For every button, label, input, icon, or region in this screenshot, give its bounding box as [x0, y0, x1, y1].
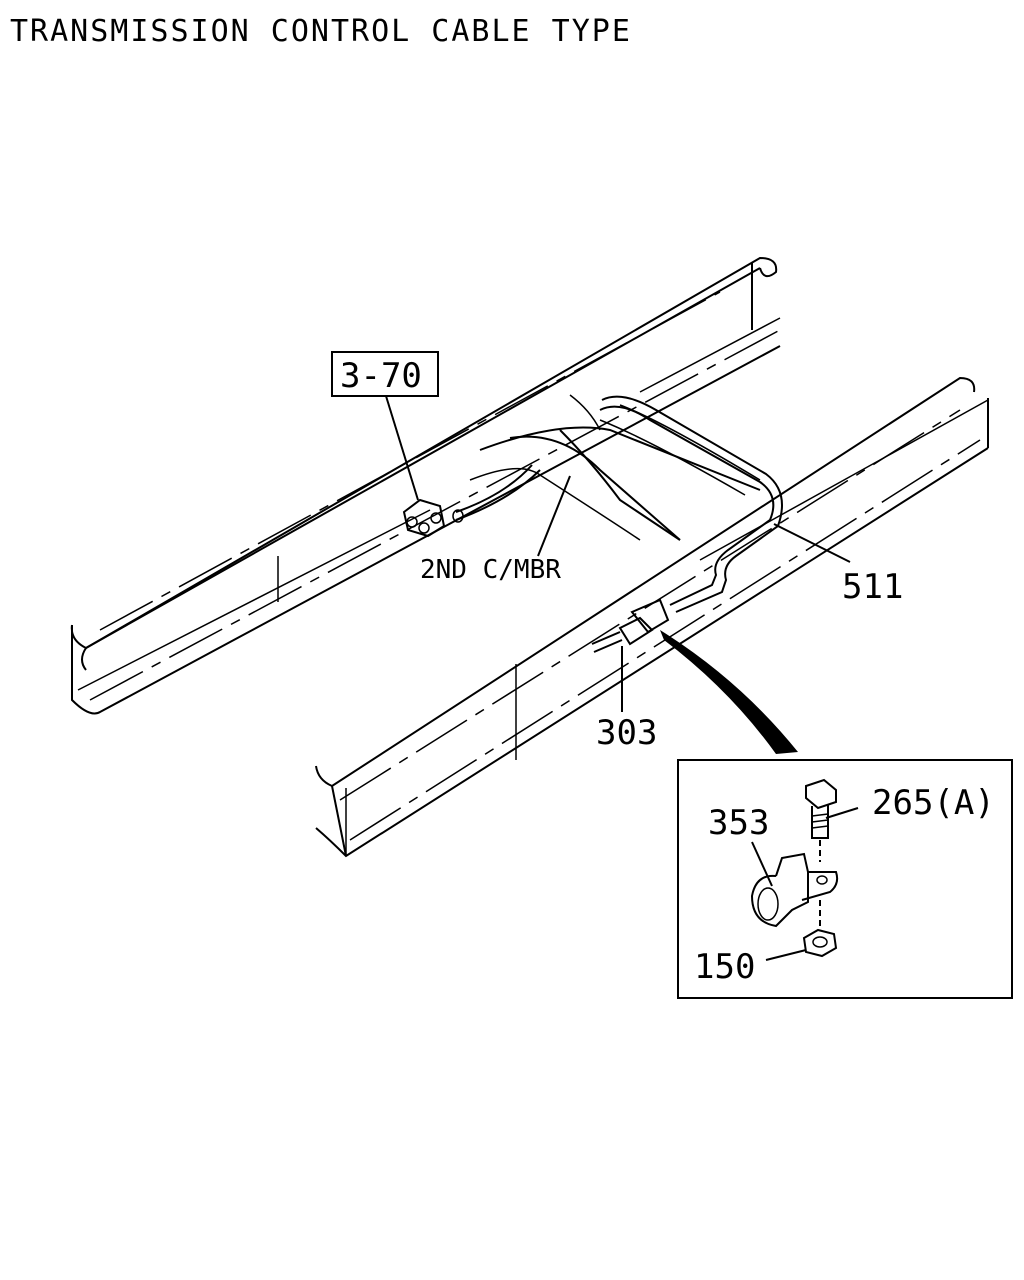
- part-150-label: 150: [694, 947, 755, 987]
- ref-3-70-part: [402, 498, 446, 538]
- leader-150: [765, 949, 807, 961]
- nut-150: [802, 928, 838, 958]
- leader-353: [751, 841, 773, 887]
- leader-3-70: [385, 395, 419, 501]
- crossmember: [469, 394, 761, 541]
- leader-crossmember: [537, 475, 571, 557]
- left-frame-rail: [70, 256, 781, 715]
- part-265-label: 265(A): [872, 783, 995, 823]
- clamp-353: [750, 852, 839, 928]
- part-353-label: 353: [708, 803, 769, 843]
- leader-265: [825, 807, 859, 819]
- ref-box-3-70: 3-70: [331, 351, 439, 397]
- leader-511: [773, 523, 851, 563]
- part-303-fitting: [591, 598, 670, 653]
- part-303-label: 303: [596, 713, 657, 753]
- page-title: TRANSMISSION CONTROL CABLE TYPE: [10, 14, 632, 49]
- detail-box: 265(A) 353 150: [677, 759, 1013, 999]
- crossmember-label: 2ND C/MBR: [420, 555, 561, 585]
- bolt-265: [805, 778, 837, 862]
- part-511-label: 511: [842, 567, 903, 607]
- ref-box-label: 3-70: [340, 356, 422, 396]
- cable-511: [452, 395, 783, 613]
- detail-arrow: [660, 630, 798, 754]
